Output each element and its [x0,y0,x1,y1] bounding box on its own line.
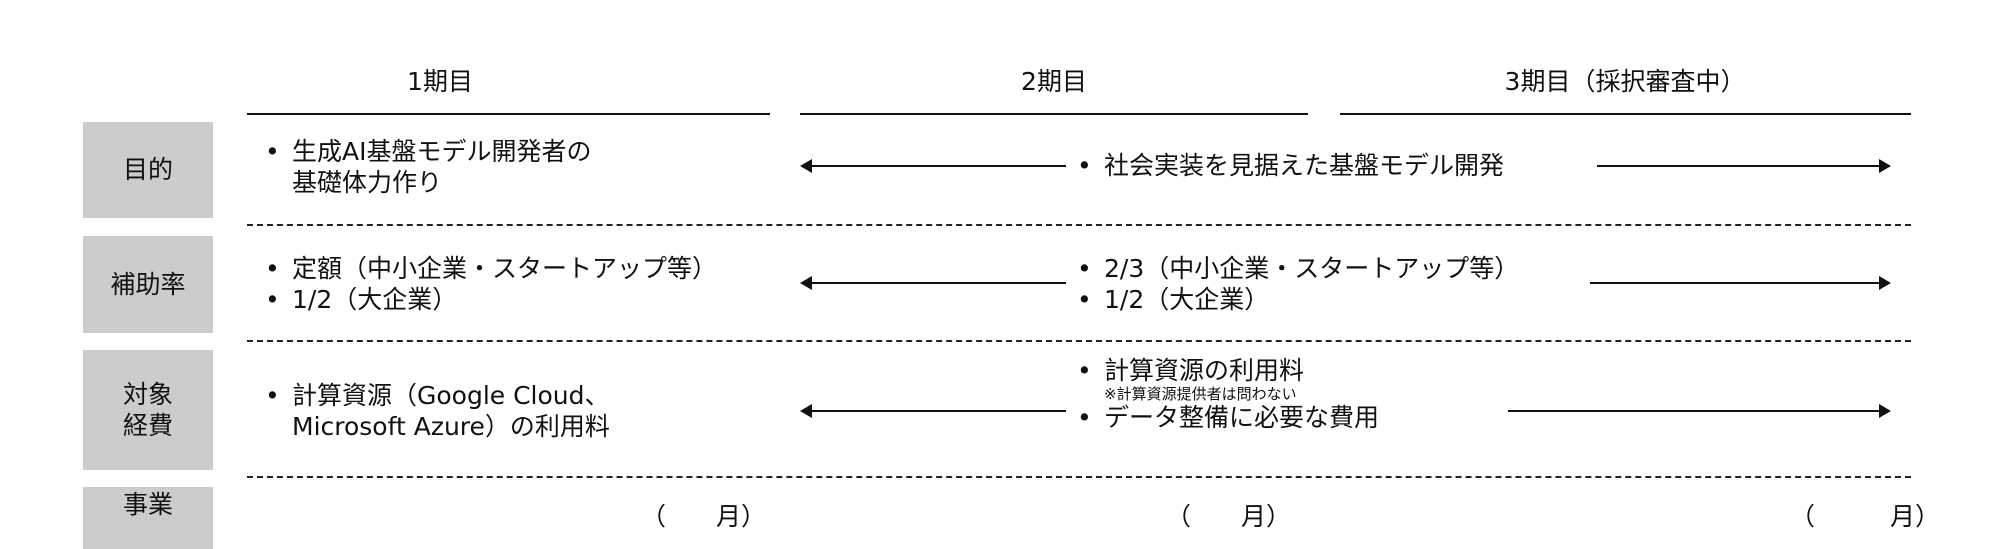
subsidy-phase23-line1: 2/3（中小企業・スタートアップ等） [1077,253,1519,284]
row-label-project-text: 事業 [122,490,173,519]
header-rule-phase2 [800,113,1308,115]
subsidy-phase23-line2: 1/2（大企業） [1077,284,1519,315]
subsidy-phase1-line2: 1/2（大企業） [265,284,717,315]
left-arrow-icon [800,404,1066,418]
column-header-phase3: 3期目（採択審査中） [1504,67,1746,96]
row-divider [247,476,1911,478]
expenses-phase23-cell: 計算資源の利用料 ※計算資源提供者は問わない データ整備に必要な費用 [1077,356,1379,432]
right-arrow-icon [1590,276,1891,290]
expenses-phase23-line2: データ整備に必要な費用 [1077,403,1379,432]
column-header-phase2: 2期目 [1021,67,1087,96]
purpose-phase23-cell: 社会実装を見据えた基盤モデル開発 [1077,150,1504,181]
purpose-phase1-line1: 生成AI基盤モデル開発者の [265,136,591,167]
left-arrow-icon [800,276,1066,290]
subsidy-phase23-cell: 2/3（中小企業・スタートアップ等） 1/2（大企業） [1077,253,1519,315]
row-label-eligible-expenses: 対象 経費 [83,350,213,470]
header-rule-phase1 [247,113,770,115]
row-label-project: 事業 [83,487,213,549]
row-label-subsidy-rate-text: 補助率 [110,269,186,299]
expenses-phase23-note: ※計算資源提供者は問わない [1104,385,1297,403]
project-phase1-partial: （ 月） [641,502,767,531]
purpose-phase1-cell: 生成AI基盤モデル開発者の 基礎体力作り [265,136,591,198]
column-header-phase1: 1期目 [407,67,473,96]
left-arrow-icon [800,159,1066,173]
subsidy-phase1-line1: 定額（中小企業・スタートアップ等） [265,253,717,284]
expenses-phase1-line1: 計算資源（Google Cloud、 [265,380,610,411]
expenses-phase23-line1: 計算資源の利用料 [1077,356,1379,385]
row-label-purpose: 目的 [83,122,213,218]
expenses-phase1-line2: Microsoft Azure）の利用料 [292,412,610,441]
row-label-purpose-text: 目的 [122,155,173,185]
row-divider [247,224,1911,226]
project-phase2-partial: （ 月） [1166,502,1292,531]
project-phase3-partial: （ 月） [1790,502,1941,531]
purpose-phase23-line1: 社会実装を見据えた基盤モデル開発 [1077,150,1504,181]
subsidy-phase1-cell: 定額（中小企業・スタートアップ等） 1/2（大企業） [265,253,717,315]
header-rule-phase3 [1340,113,1911,115]
purpose-phase1-line2: 基礎体力作り [292,168,443,197]
right-arrow-icon [1597,159,1891,173]
right-arrow-icon [1508,404,1891,418]
expenses-phase1-cell: 計算資源（Google Cloud、 Microsoft Azure）の利用料 [265,380,610,442]
row-divider [247,340,1911,342]
row-label-eligible-expenses-line1: 対象 [122,379,173,409]
row-label-eligible-expenses-line2: 経費 [122,411,173,440]
row-label-subsidy-rate: 補助率 [83,236,213,333]
